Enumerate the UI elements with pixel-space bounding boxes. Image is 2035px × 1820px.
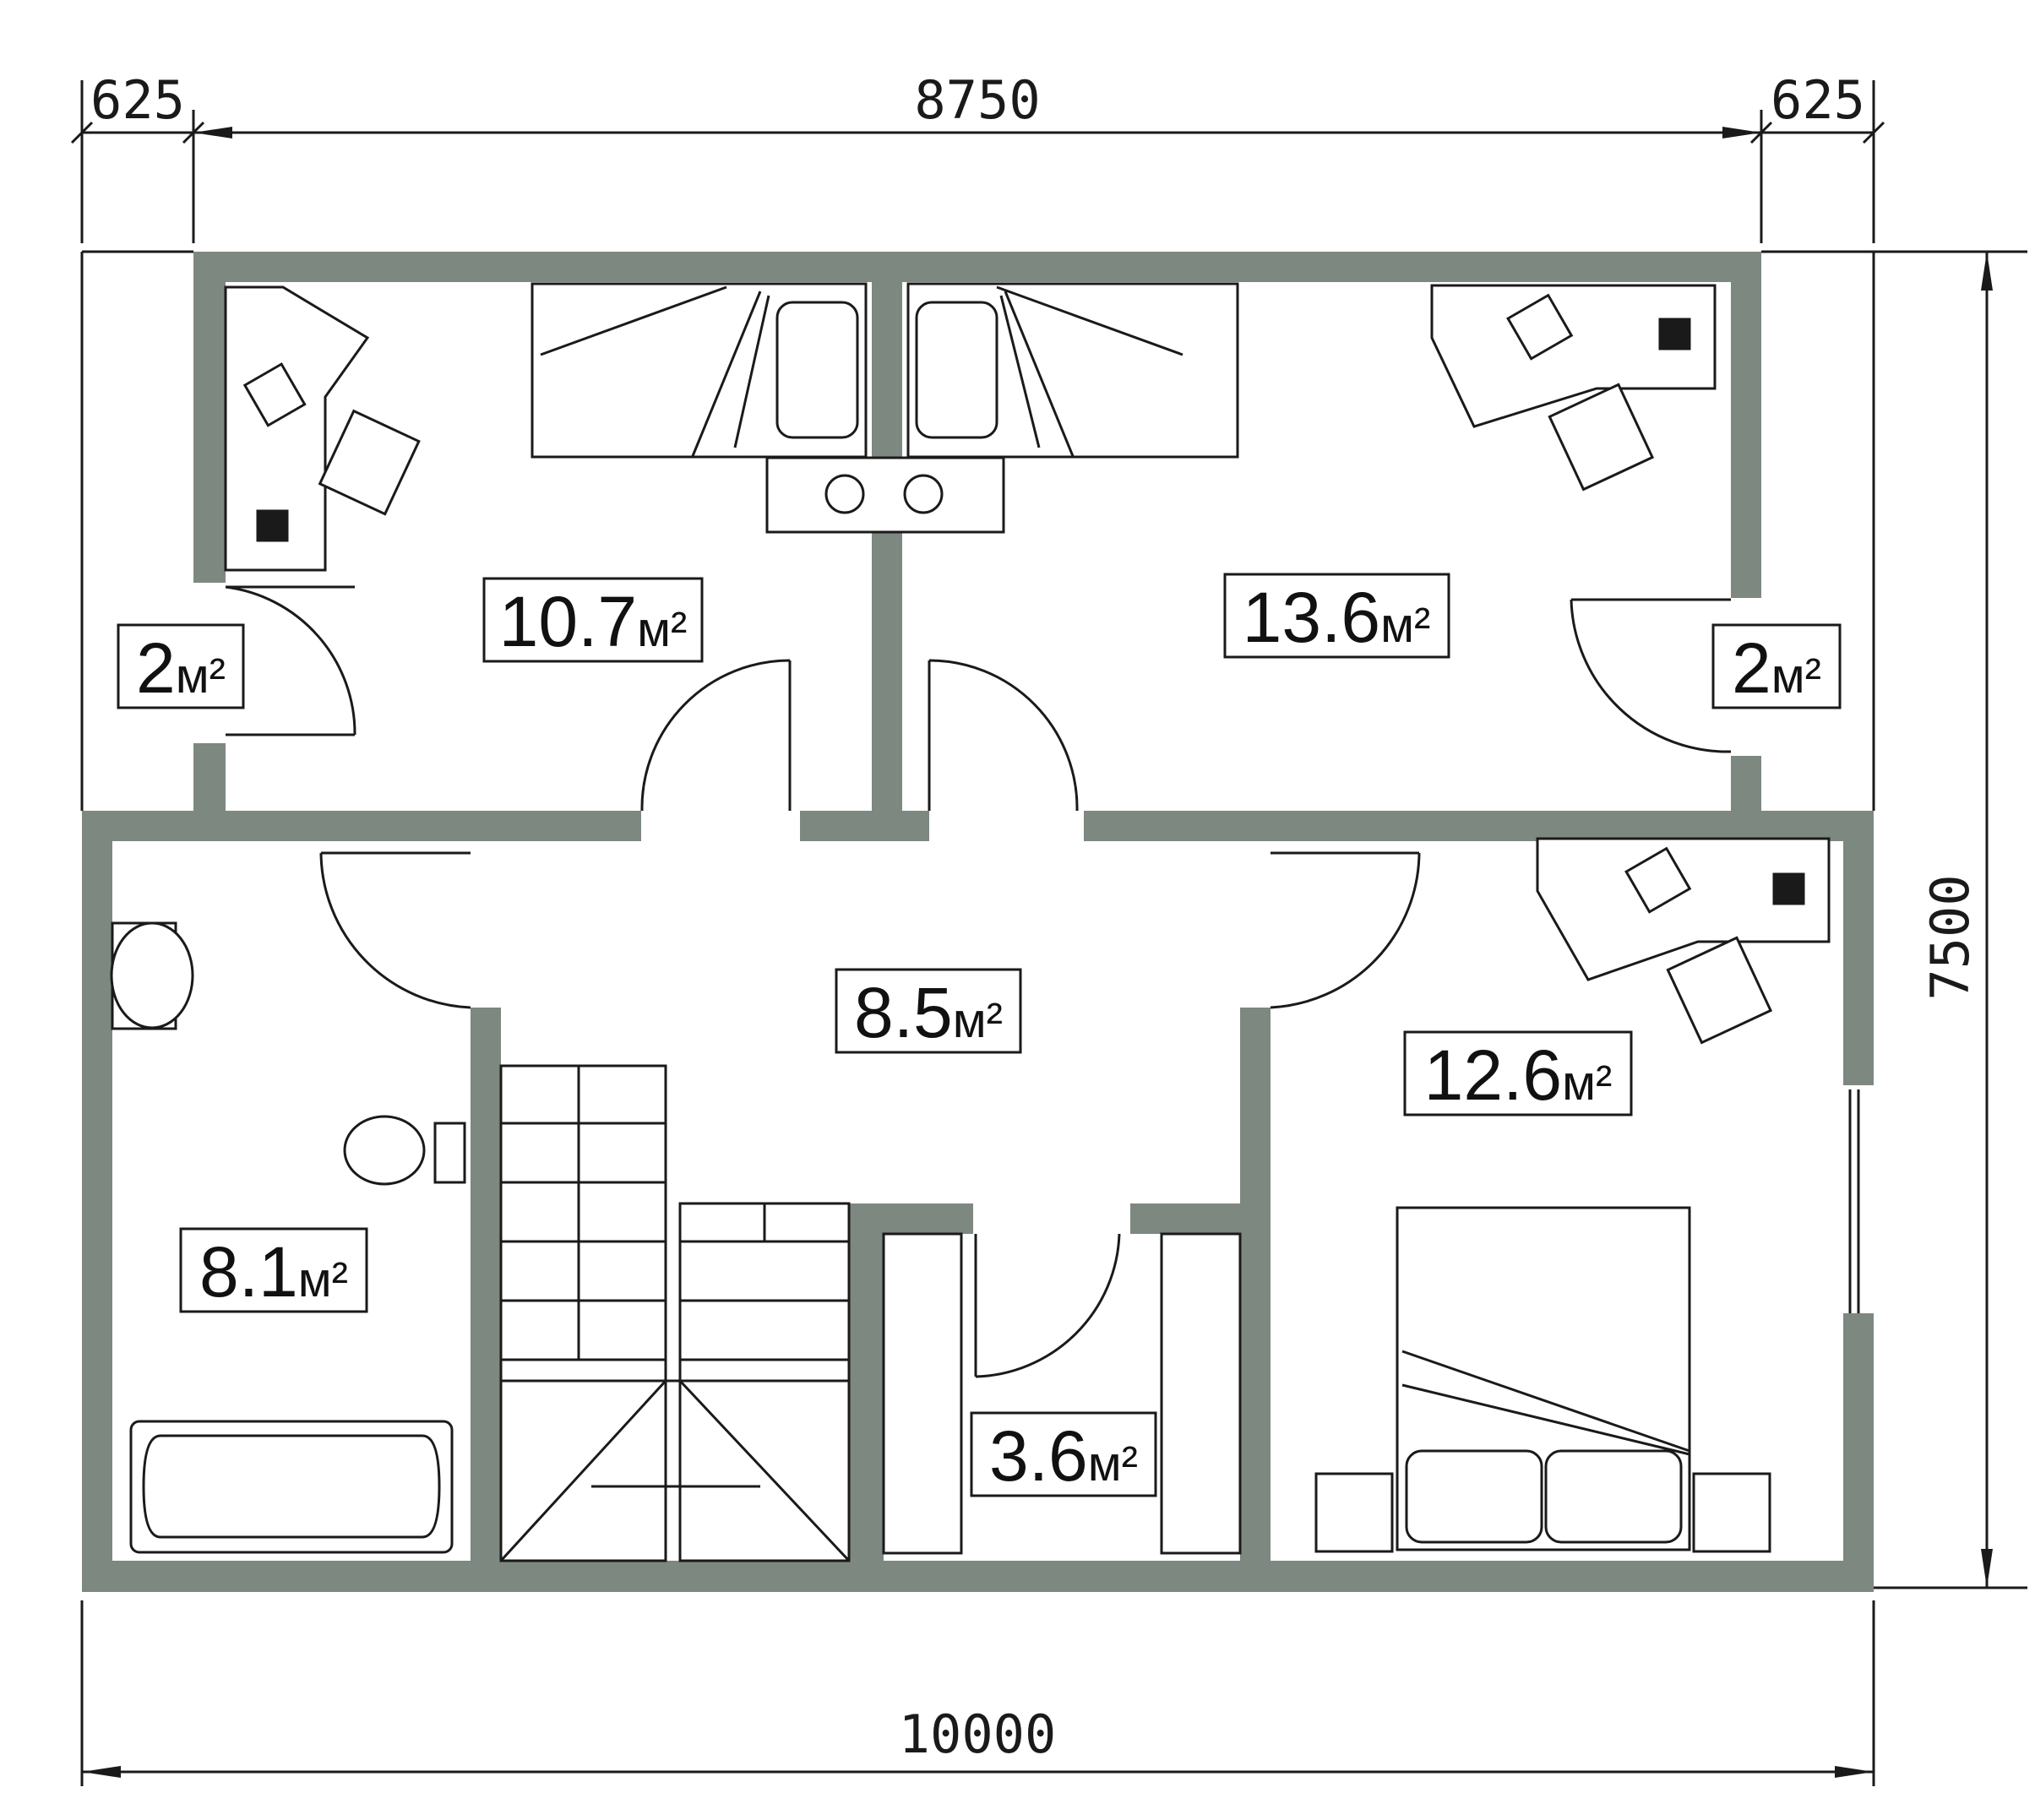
- area-unit: м²: [637, 602, 687, 657]
- area-value: 8.1: [199, 1232, 298, 1312]
- shelf-icon: [1160, 1232, 1242, 1555]
- office-chair-icon: [1666, 936, 1773, 1045]
- pillow-icon: [1544, 1449, 1683, 1544]
- dimension-top-left: 625: [90, 69, 185, 131]
- area-value: 2: [136, 628, 176, 708]
- staircase: [499, 1064, 851, 1562]
- dimension-lines: [70, 80, 2027, 1786]
- svg-text:3.6м²: 3.6м²: [989, 1416, 1138, 1496]
- room-label-hall: 8.5м²: [835, 968, 1022, 1054]
- area-value: 12.6: [1424, 1035, 1563, 1115]
- dimension-top-main: 8750: [914, 69, 1040, 131]
- nightstand-icon: [1692, 1472, 1771, 1553]
- svg-text:2м²: 2м²: [1732, 628, 1821, 708]
- office-chair-icon: [1548, 383, 1655, 492]
- room-label-bathroom: 8.1м²: [179, 1227, 368, 1313]
- lamp-icon: [824, 474, 865, 514]
- desk-icon: [224, 285, 370, 572]
- monitor-icon: [242, 362, 307, 427]
- phone-icon: [256, 509, 289, 542]
- room-label-wardrobe: 3.6м²: [970, 1411, 1157, 1497]
- lamp-icon: [903, 474, 944, 514]
- area-value: 3.6: [989, 1416, 1088, 1496]
- nightstand-icon: [1314, 1472, 1394, 1553]
- area-unit: м²: [298, 1252, 348, 1307]
- area-value: 13.6: [1243, 578, 1381, 657]
- area-unit: м²: [1088, 1437, 1138, 1491]
- room-label-bedroom-bottom-right: 12.6м²: [1403, 1030, 1633, 1116]
- area-value: 2: [1732, 628, 1771, 708]
- area-value: 10.7: [499, 582, 638, 661]
- svg-text:8.1м²: 8.1м²: [199, 1232, 348, 1312]
- pillow-icon: [1405, 1449, 1543, 1544]
- pillow-icon: [915, 301, 998, 439]
- svg-text:12.6м²: 12.6м²: [1424, 1035, 1613, 1115]
- room-label-closet-right: 2м²: [1711, 623, 1842, 709]
- toilet-icon: [343, 1115, 426, 1186]
- area-unit: м²: [953, 993, 1003, 1048]
- phone-icon: [1772, 872, 1805, 905]
- desk-icon: [1430, 284, 1717, 428]
- office-chair-icon: [318, 409, 421, 516]
- dimension-right-height: 7500: [1919, 874, 1981, 1000]
- room-label-bedroom-top-right: 13.6м²: [1223, 573, 1450, 659]
- furniture: [110, 282, 1831, 1555]
- phone-icon: [1658, 318, 1691, 350]
- bathtub-icon: [129, 1420, 454, 1554]
- dimension-bottom-total: 10000: [899, 1703, 1057, 1765]
- svg-text:8.5м²: 8.5м²: [854, 973, 1003, 1052]
- area-unit: м²: [1562, 1056, 1612, 1111]
- shelf-icon: [882, 1232, 963, 1555]
- pillow-icon: [775, 301, 859, 439]
- dimension-arrows: [82, 127, 1993, 1778]
- dimension-top-right: 625: [1771, 69, 1865, 131]
- svg-text:2м²: 2м²: [136, 628, 226, 708]
- monitor-icon: [1506, 293, 1574, 361]
- desk-icon: [1536, 837, 1831, 981]
- svg-text:13.6м²: 13.6м²: [1243, 578, 1431, 657]
- area-unit: м²: [1380, 598, 1430, 653]
- area-unit: м²: [176, 649, 226, 704]
- room-label-closet-left: 2м²: [117, 623, 245, 709]
- area-unit: м²: [1771, 649, 1821, 704]
- area-value: 8.5: [854, 973, 953, 1052]
- monitor-icon: [1624, 846, 1692, 914]
- room-label-bedroom-top-left: 10.7м²: [482, 577, 704, 663]
- svg-text:10.7м²: 10.7м²: [499, 582, 688, 661]
- doors: [225, 585, 1732, 1378]
- walls: [82, 252, 1874, 1592]
- nightstand-icon: [765, 456, 1005, 534]
